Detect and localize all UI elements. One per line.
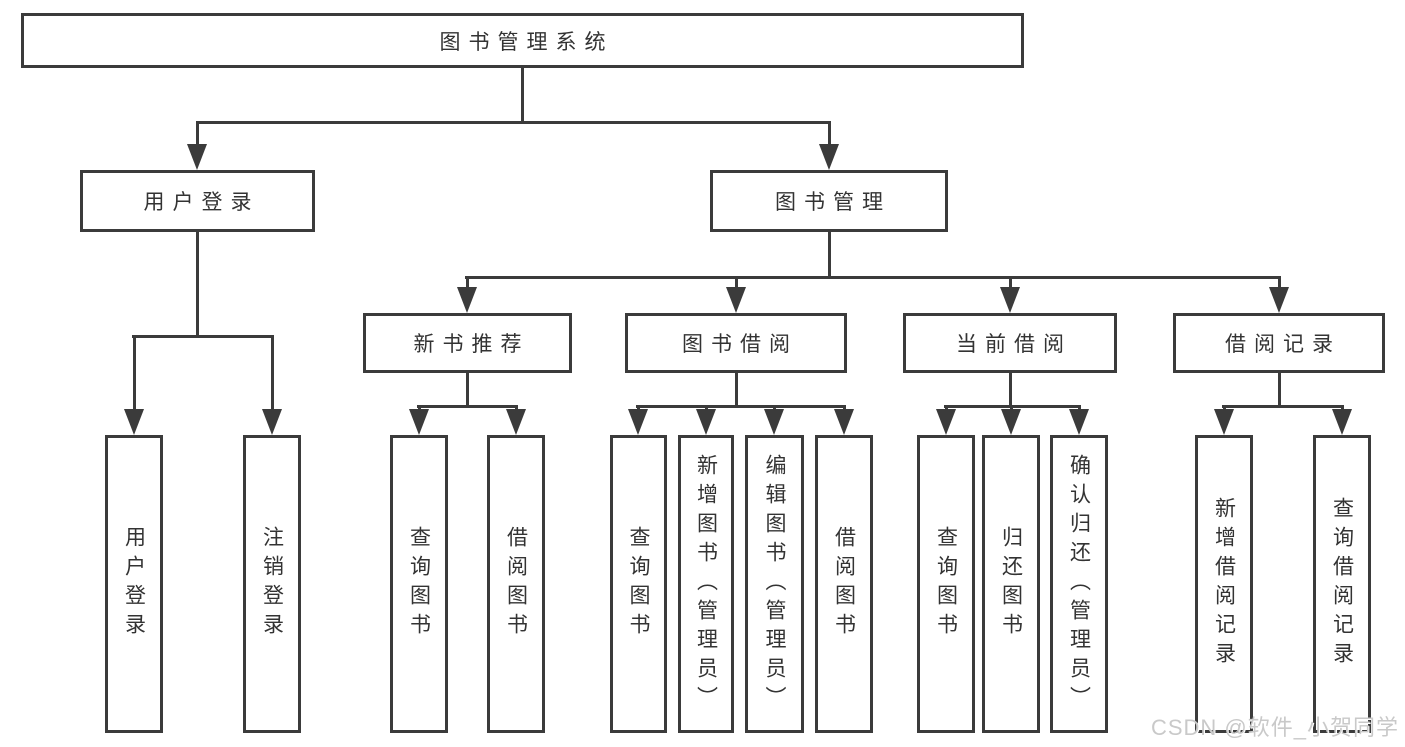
arrow-down-icon — [696, 409, 716, 435]
leaf-add-borrow-record: 新增借阅记录 — [1195, 435, 1253, 733]
node-label: 当前借阅 — [956, 333, 1072, 356]
node-current-borrowing: 当前借阅 — [903, 313, 1117, 373]
arrow-down-icon — [506, 409, 526, 435]
leaf-query-books-current: 查询图书 — [917, 435, 975, 733]
arrow-down-icon — [409, 409, 429, 435]
connector-line — [521, 68, 524, 124]
connector-line — [636, 405, 846, 408]
node-label: 新书推荐 — [413, 333, 530, 356]
arrow-down-icon — [1332, 409, 1352, 435]
leaf-label: 查询图书 — [934, 526, 958, 642]
leaf-query-borrow-record: 查询借阅记录 — [1313, 435, 1371, 733]
arrow-down-icon — [1001, 409, 1021, 435]
leaf-edit-books-admin: 编辑图书（管理员） — [745, 435, 804, 733]
arrow-down-icon — [1214, 409, 1234, 435]
leaf-return-books: 归还图书 — [982, 435, 1040, 733]
node-library-management-system: 图书管理系统 — [21, 13, 1024, 68]
leaf-query-books-borrow: 查询图书 — [610, 435, 667, 733]
arrow-down-icon — [628, 409, 648, 435]
connector-line — [1009, 276, 1012, 290]
node-borrowing-records: 借阅记录 — [1173, 313, 1385, 373]
connector-line — [735, 373, 738, 408]
arrow-down-icon — [834, 409, 854, 435]
watermark: CSDN @软件_小贺同学 — [1150, 715, 1399, 740]
leaf-label: 查询借阅记录 — [1330, 497, 1354, 671]
node-label: 借阅记录 — [1225, 333, 1341, 356]
arrow-down-icon — [1069, 409, 1089, 435]
connector-line — [1278, 276, 1281, 290]
leaf-borrow-books: 借阅图书 — [815, 435, 873, 733]
arrow-down-icon — [187, 144, 207, 170]
leaf-logout: 注销登录 — [243, 435, 301, 733]
connector-line — [466, 276, 469, 290]
leaf-label: 借阅图书 — [504, 526, 528, 642]
node-label: 图书借阅 — [682, 333, 798, 356]
connector-line — [133, 335, 136, 412]
leaf-label: 注销登录 — [260, 526, 284, 642]
node-label: 图书管理 — [775, 191, 891, 214]
leaf-user-login: 用户登录 — [105, 435, 163, 733]
leaf-label: 编辑图书（管理员） — [763, 453, 786, 715]
arrow-down-icon — [457, 287, 477, 313]
node-new-book-recommend: 新书推荐 — [363, 313, 572, 373]
leaf-label: 查询图书 — [627, 526, 650, 642]
connector-line — [196, 121, 831, 124]
leaf-add-books-admin: 新增图书（管理员） — [678, 435, 734, 733]
node-label: 图书管理系统 — [439, 30, 614, 54]
connector-line — [1009, 373, 1012, 408]
leaf-query-books-recommend: 查询图书 — [390, 435, 448, 733]
arrow-down-icon — [1269, 287, 1289, 313]
connector-line — [417, 405, 518, 408]
leaf-label: 新增图书（管理员） — [694, 453, 718, 715]
leaf-label: 新增借阅记录 — [1212, 497, 1236, 671]
node-book-borrowing: 图书借阅 — [625, 313, 847, 373]
arrow-down-icon — [1000, 287, 1020, 313]
arrow-down-icon — [726, 287, 746, 313]
arrow-down-icon — [819, 144, 839, 170]
leaf-label: 确认归还（管理员） — [1067, 453, 1091, 715]
connector-line — [271, 335, 274, 412]
connector-line — [1222, 405, 1344, 408]
connector-line — [465, 276, 1281, 279]
leaf-label: 借阅图书 — [832, 526, 856, 642]
connector-line — [466, 373, 469, 408]
arrow-down-icon — [262, 409, 282, 435]
connector-line — [132, 335, 274, 338]
leaf-label: 查询图书 — [407, 526, 431, 642]
arrow-down-icon — [764, 409, 784, 435]
node-book-management: 图书管理 — [710, 170, 948, 232]
node-user-login: 用户登录 — [80, 170, 315, 232]
connector-line — [735, 276, 738, 290]
leaf-label: 用户登录 — [122, 526, 146, 642]
connector-line — [1278, 373, 1281, 408]
connector-line — [828, 232, 831, 279]
node-label: 用户登录 — [143, 191, 260, 214]
leaf-label: 归还图书 — [999, 526, 1023, 642]
connector-line — [196, 232, 199, 338]
arrow-down-icon — [124, 409, 144, 435]
arrow-down-icon — [936, 409, 956, 435]
leaf-borrow-books-recommend: 借阅图书 — [487, 435, 545, 733]
connector-line — [196, 121, 199, 148]
connector-line — [828, 121, 831, 148]
leaf-confirm-return-admin: 确认归还（管理员） — [1050, 435, 1108, 733]
